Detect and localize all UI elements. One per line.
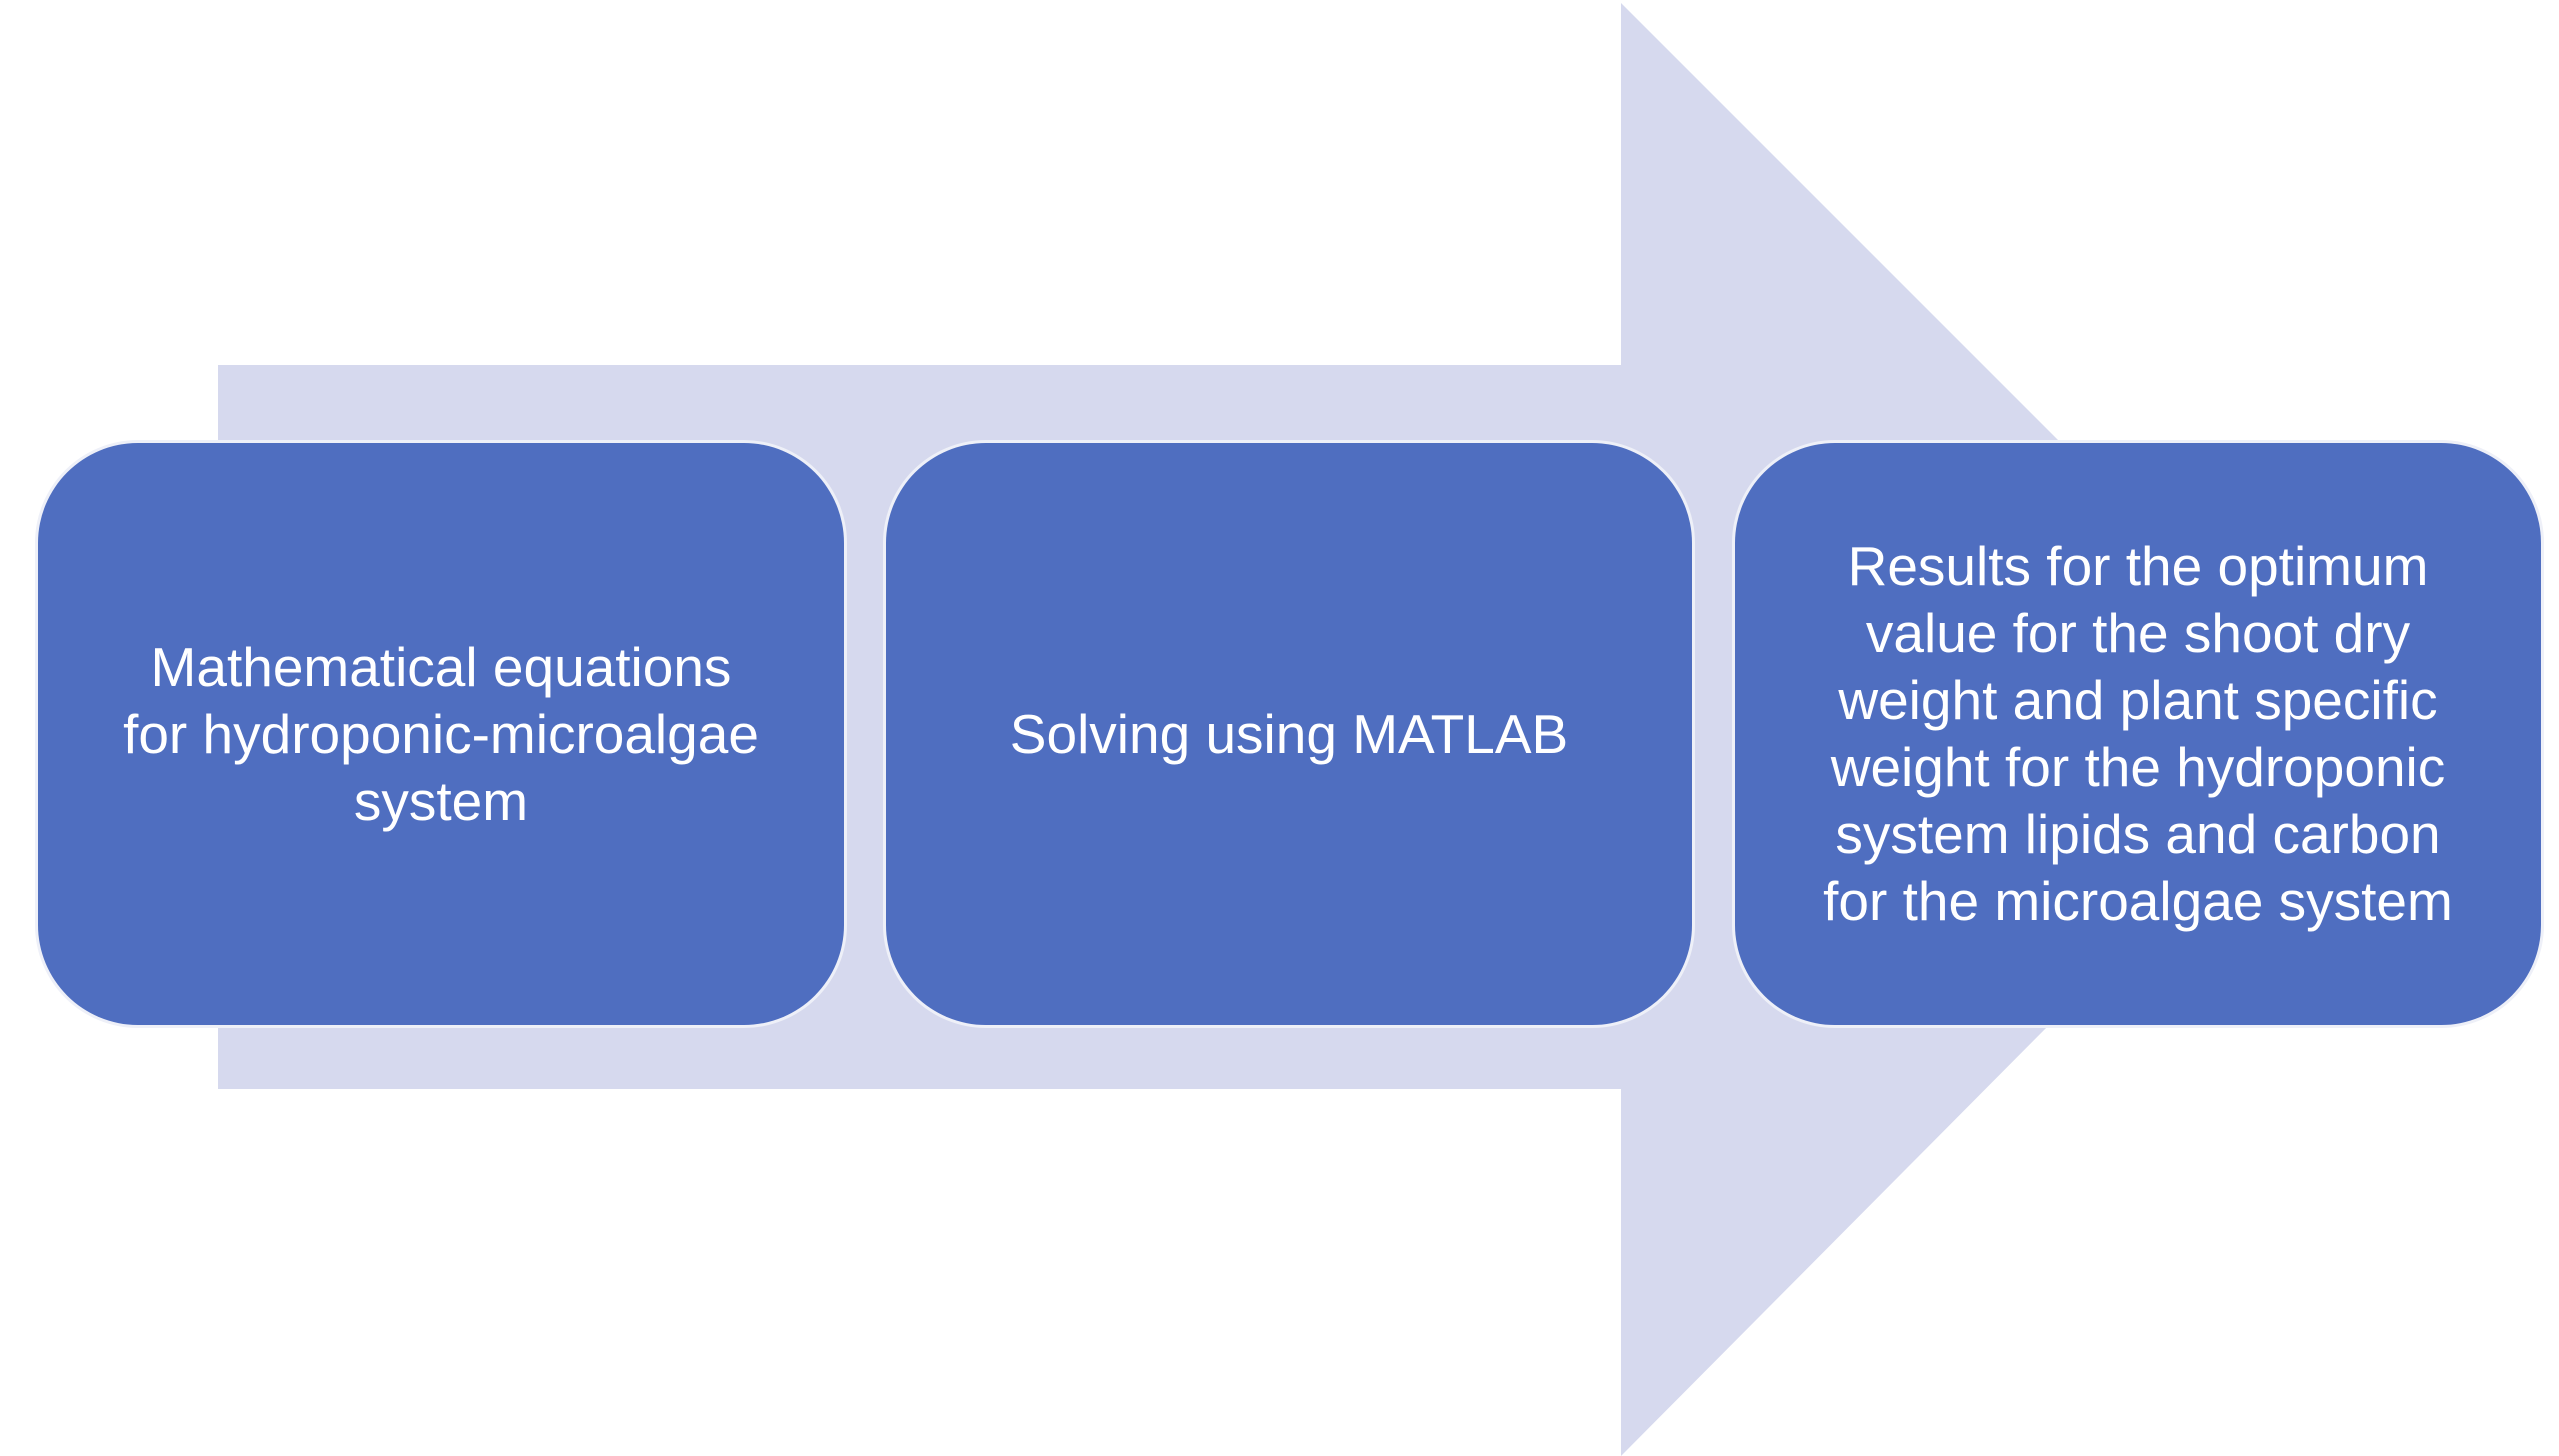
step-label: Mathematical equations for hydroponic-mi…	[123, 635, 759, 832]
step-label: Solving using MATLAB	[1009, 702, 1569, 765]
step-box-equations: Mathematical equations for hydroponic-mi…	[38, 443, 844, 1025]
step-box-matlab: Solving using MATLAB	[886, 443, 1692, 1025]
step-box-results: Results for the optimum value for the sh…	[1735, 443, 2541, 1025]
step-label: Results for the optimum value for the sh…	[1823, 535, 2453, 932]
